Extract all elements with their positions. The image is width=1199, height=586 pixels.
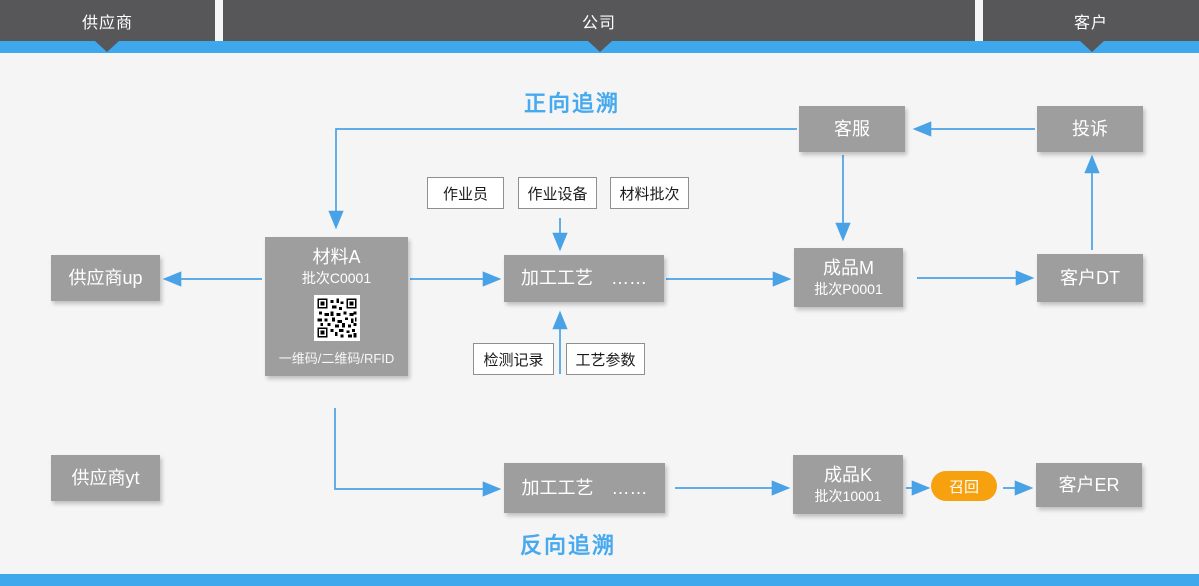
- product-m-batch: 批次P0001: [814, 280, 883, 297]
- tag-process-params: 工艺参数: [566, 343, 645, 375]
- tag-inspection-record: 检测记录: [473, 343, 554, 375]
- node-customer-er: 客户ER: [1036, 463, 1142, 507]
- supplier-up-label: 供应商up: [68, 267, 143, 288]
- recall-label: 召回: [948, 478, 979, 496]
- node-customer-dt: 客户DT: [1037, 254, 1143, 302]
- tag-inspection-record-label: 检测记录: [483, 351, 544, 369]
- customer-er-label: 客户ER: [1058, 474, 1120, 495]
- customer-service-label: 客服: [834, 118, 870, 139]
- node-process-1: 加工工艺 ……: [504, 255, 664, 302]
- node-process-2: 加工工艺 ……: [504, 463, 665, 513]
- lane-supplier: 供应商: [0, 0, 215, 41]
- product-k-batch: 批次10001: [814, 487, 882, 504]
- material-a-codes: 一维码/二维码/RFID: [278, 350, 395, 366]
- lane-supplier-label: 供应商: [81, 14, 133, 32]
- lane-pointer-company: [588, 41, 612, 52]
- arrow-material-to-process-2: [334, 408, 502, 497]
- tag-process-params-label: 工艺参数: [575, 351, 636, 369]
- lane-customer: 客户: [983, 0, 1199, 41]
- lane-company-label: 公司: [581, 14, 616, 32]
- tag-material-batch: 材料批次: [610, 177, 689, 209]
- material-a-title: 材料A: [312, 247, 361, 268]
- bottom-accent-bar: [0, 574, 1199, 586]
- supplier-yt-label: 供应商yt: [71, 467, 140, 488]
- qr-code-icon: [313, 294, 360, 341]
- node-supplier-yt: 供应商yt: [51, 455, 160, 501]
- tag-equipment-label: 作业设备: [527, 185, 588, 203]
- lane-company: 公司: [223, 0, 975, 41]
- tag-equipment: 作业设备: [518, 177, 597, 209]
- recall-badge: 召回: [931, 471, 997, 501]
- customer-dt-label: 客户DT: [1060, 267, 1120, 288]
- material-a-batch: 批次C0001: [301, 269, 372, 286]
- lane-pointer-supplier: [95, 41, 119, 52]
- tag-operator: 作业员: [427, 177, 504, 209]
- tag-operator-label: 作业员: [442, 185, 488, 203]
- node-product-m: 成品M 批次P0001: [794, 248, 903, 307]
- forward-trace-title: 正向追溯: [523, 91, 620, 116]
- product-k-title: 成品K: [823, 465, 872, 486]
- lane-pointer-customer: [1080, 41, 1104, 52]
- product-m-title: 成品M: [823, 258, 874, 279]
- node-complaint: 投诉: [1037, 106, 1143, 152]
- process-1-label: 加工工艺 ……: [521, 268, 647, 289]
- process-2-label: 加工工艺 ……: [521, 477, 648, 498]
- backward-trace-title: 反向追溯: [519, 533, 616, 558]
- complaint-label: 投诉: [1072, 118, 1108, 139]
- node-supplier-up: 供应商up: [51, 255, 160, 301]
- node-product-k: 成品K 批次10001: [793, 455, 903, 514]
- node-material-a: 材料A 批次C0001: [265, 237, 408, 376]
- tag-material-batch-label: 材料批次: [619, 185, 680, 203]
- lane-customer-label: 客户: [1073, 14, 1108, 32]
- node-customer-service: 客服: [799, 106, 905, 152]
